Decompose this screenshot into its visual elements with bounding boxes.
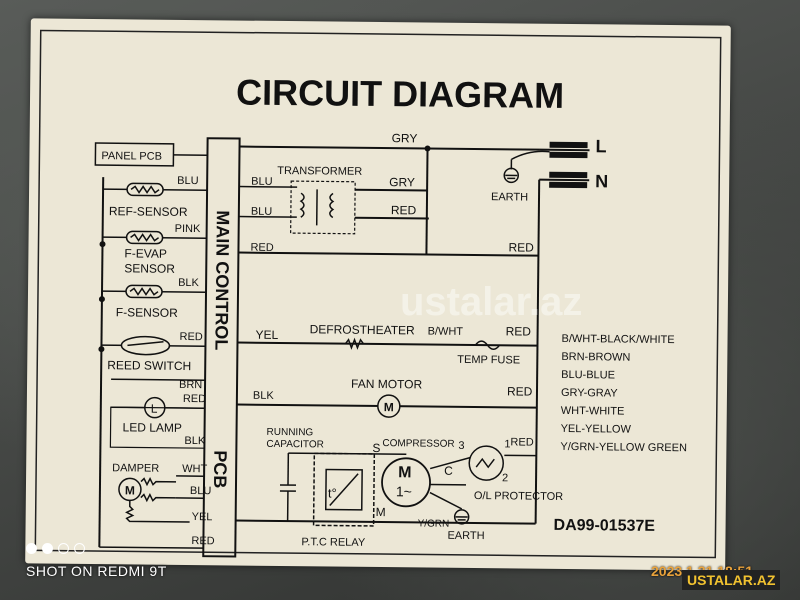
ol-pin1-label: 1 (504, 438, 510, 450)
damper-symbol: M (125, 483, 135, 497)
panel-pcb-label: PANEL PCB (101, 150, 162, 163)
ref-sensor-label: REF-SENSOR (109, 204, 188, 219)
main-control-board (202, 137, 241, 558)
compressor-motor-icon (381, 457, 431, 508)
wire-label-red-transformer: RED (391, 203, 417, 217)
legend-item: WHT-WHITE (561, 405, 625, 418)
ol-pin3-label: 3 (458, 440, 464, 452)
legend-item: Y/GRN-YELLOW GREEN (560, 441, 687, 454)
temp-fuse-label: TEMP FUSE (457, 354, 520, 367)
part-number: DA99-01537E (554, 517, 656, 535)
terminal-s-label: S (372, 441, 380, 455)
fan-motor-label: FAN MOTOR (351, 377, 423, 392)
earth-label: EARTH (491, 191, 528, 203)
legend-item: GRY-GRAY (561, 387, 618, 400)
wire-label-blu-ref: BLU (177, 175, 199, 187)
ol-protector-icon (468, 445, 504, 481)
wire-label-red-reed: RED (179, 331, 202, 343)
wire-label-blk-fan: BLK (253, 390, 275, 402)
camera-dots-icon (26, 543, 85, 554)
wire-label-red-led: RED (183, 393, 206, 405)
running-capacitor-label-2: CAPACITOR (266, 439, 324, 451)
transformer-label: TRANSFORMER (277, 165, 362, 178)
terminal-m-label: M (376, 505, 386, 519)
transformer-box (290, 180, 356, 235)
legend-item: BLU-BLUE (561, 369, 615, 382)
wire-label-gry-transformer: GRY (389, 175, 415, 189)
wire-label-red-damper: RED (191, 535, 214, 547)
wire-label-blk-led: BLK (184, 435, 206, 447)
legend-item: B/WHT-BLACK/WHITE (561, 333, 674, 346)
ol-protector-label: O/L PROTECTOR (474, 490, 563, 503)
compressor-earth-label: EARTH (447, 530, 484, 542)
defrost-heater-label: DEFROSTHEATER (310, 322, 416, 337)
wire-label-red-mid: RED (508, 240, 534, 254)
main-control-label: MAIN CONTROL (211, 210, 232, 350)
temp-fuse-icon (474, 340, 501, 350)
reed-switch-icon (120, 335, 171, 356)
wire-label-yel-heater: YEL (255, 328, 278, 342)
transformer-coil-secondary (329, 192, 335, 219)
wire-label-bwht-heater: B/WHT (428, 326, 464, 338)
diagram-title: CIRCUIT DIAGRAM (236, 72, 564, 116)
site-badge: USTALAR.AZ (682, 570, 781, 590)
color-legend: B/WHT-BLACK/WHITE BRN-BROWN BLU-BLUE GRY… (560, 333, 687, 454)
fan-symbol: M (384, 400, 394, 414)
f-evap-label: F-EVAP (124, 246, 167, 260)
wire-label-yel-damper: YEL (192, 511, 213, 523)
wire-label-brn-reed: BRN (179, 379, 202, 391)
wire-label-gry-top: GRY (392, 131, 418, 145)
wire-label-wht-damper: WHT (182, 463, 207, 475)
compressor-label: COMPRESSOR (382, 438, 454, 450)
running-capacitor-label-1: RUNNING (266, 427, 313, 438)
compressor-earth-wire-label: Y/GRN (418, 518, 450, 529)
circuit-label-card: CIRCUIT DIAGRAM MAIN CONTROL PCB PANEL P… (25, 18, 731, 571)
f-evap-sensor-label: SENSOR (124, 261, 175, 276)
ol-pin2-label: 2 (502, 472, 508, 484)
wire-label-red-left: RED (250, 242, 273, 254)
card-border (34, 29, 722, 559)
wire-label-blu-transformer-2: BLU (251, 206, 273, 218)
earth-icon (503, 167, 520, 184)
ptc-relay-label: P.T.C RELAY (301, 536, 366, 549)
ptc-symbol: t° (328, 485, 337, 500)
ptc-relay-box (312, 452, 376, 527)
f-sensor-label: F-SENSOR (116, 305, 178, 320)
compressor-symbol-phase: 1~ (396, 483, 412, 499)
camera-caption: SHOT ON REDMI 9T (26, 563, 167, 579)
watermark-text: ustalar.az (400, 280, 583, 324)
legend-item: BRN-BROWN (561, 351, 630, 364)
neutral-terminal-label: N (595, 171, 608, 191)
led-symbol: L (151, 402, 158, 416)
reed-switch-label: REED SWITCH (107, 358, 191, 373)
terminal-c-label: C (444, 464, 453, 478)
fan-motor-icon (377, 394, 401, 418)
wire-label-red-fan: RED (507, 384, 533, 398)
wire-label-blu-transformer-1: BLU (251, 176, 273, 188)
legend-item: YEL-YELLOW (561, 423, 632, 436)
led-lamp-label: LED LAMP (123, 420, 183, 435)
circuit-diagram: CIRCUIT DIAGRAM MAIN CONTROL PCB PANEL P… (34, 29, 722, 559)
compressor-earth-icon (453, 509, 470, 525)
wire-label-red-compressor: RED (510, 436, 533, 448)
transformer-coil-primary (299, 192, 305, 218)
wire-label-blu-damper: BLU (190, 485, 212, 497)
wire-label-blk-f: BLK (178, 277, 200, 289)
defrost-heater-resistor-icon (344, 337, 365, 350)
pcb-label: PCB (210, 450, 230, 488)
wire-label-pink: PINK (175, 223, 201, 235)
damper-label: DAMPER (112, 462, 159, 474)
line-terminal-label: L (595, 136, 606, 156)
wire-label-red-heater: RED (506, 324, 532, 338)
compressor-symbol-m: M (398, 464, 412, 481)
